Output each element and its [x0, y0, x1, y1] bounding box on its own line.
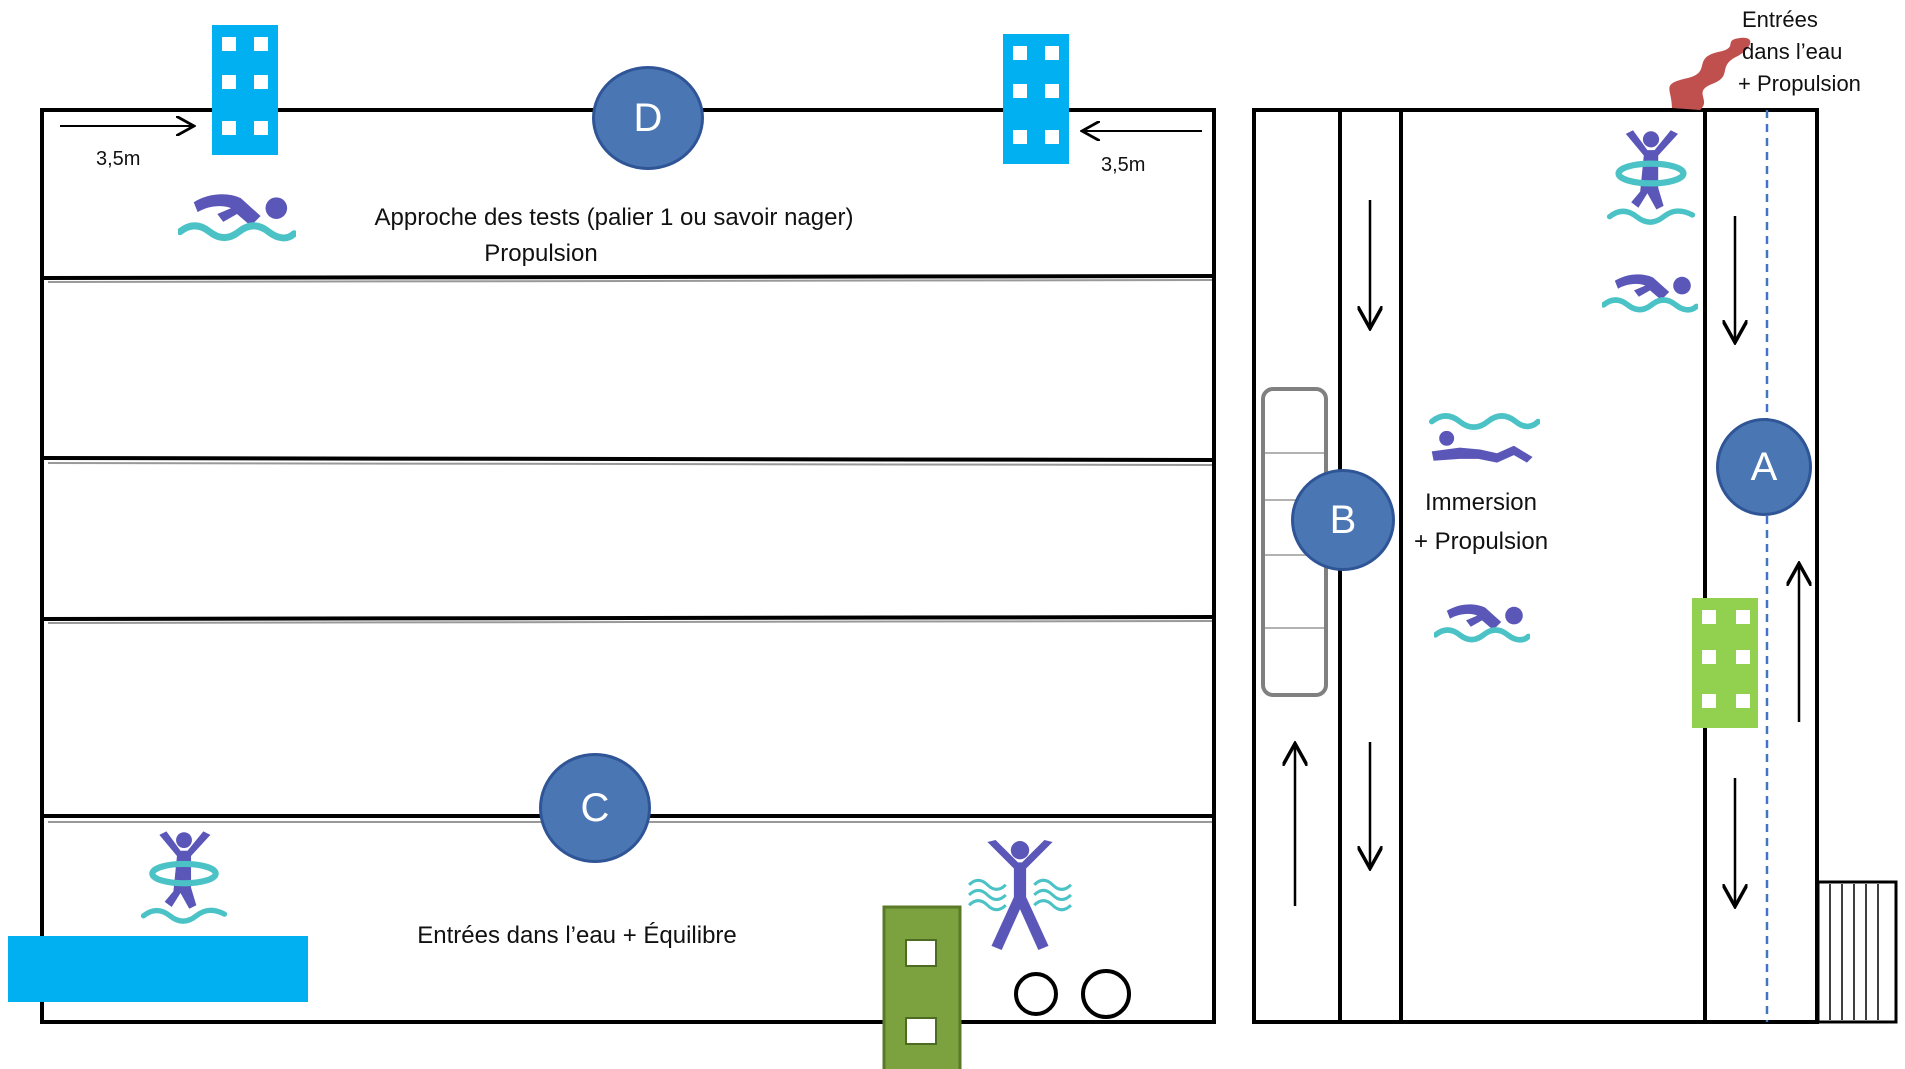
distance-label-right: 3,5m — [1101, 154, 1146, 176]
zone-a-note-line: Entrées — [1742, 7, 1818, 32]
underwater-swimmer-icon — [1432, 416, 1538, 463]
zone-a-note: Entrées dans l’eau + Propulsion — [1738, 4, 1861, 100]
distance-label-left: 3,5m — [96, 148, 141, 170]
zone-a-note-line: + Propulsion — [1738, 71, 1861, 96]
green-floating-mat — [1692, 598, 1758, 728]
swim-ring-jumper-icon — [1610, 130, 1693, 222]
zone-b-label: Immersion — [1424, 489, 1538, 516]
floating-mat-left — [212, 25, 278, 155]
zone-c-label: Entrées dans l’eau + Équilibre — [417, 922, 737, 949]
hoop-icon — [1081, 969, 1131, 1019]
floating-mat-right — [1003, 34, 1069, 164]
blue-mat-poolside — [8, 936, 308, 1002]
swim-ring-jumper-icon — [144, 831, 225, 921]
station-marker-b: B — [1291, 469, 1395, 571]
zone-d-sublabel: Propulsion — [484, 240, 598, 267]
swimmer-icon — [180, 194, 294, 238]
station-marker-d: D — [592, 66, 704, 170]
left-pool — [40, 108, 1216, 1024]
zone-b-sublabel: + Propulsion — [1413, 528, 1549, 555]
station-marker-a: A — [1716, 418, 1812, 516]
hoop-icon — [1014, 972, 1058, 1016]
station-marker-c: C — [539, 753, 651, 863]
zone-a-note-line: dans l’eau — [1742, 39, 1843, 64]
green-step-block — [882, 905, 962, 1069]
zone-d-label: Approche des tests (palier 1 ou savoir n… — [374, 204, 854, 231]
swimmer-icon — [1436, 604, 1529, 639]
slide-icon — [1669, 37, 1751, 110]
swimmer-icon — [1604, 274, 1697, 309]
pool-stairs — [1816, 880, 1898, 1024]
star-jump-swimmer-icon — [968, 840, 1072, 952]
